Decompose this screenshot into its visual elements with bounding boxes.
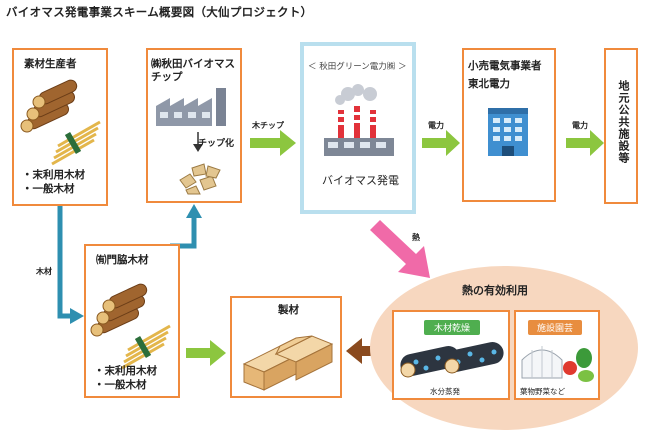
- arrow-chip: [250, 130, 296, 156]
- arrow-power2: [566, 130, 604, 156]
- public-label: 地元公共施設等: [617, 80, 630, 164]
- arrow-chip-label: 木チップ: [252, 121, 284, 130]
- greenhouse-caption: 葉物野菜など: [520, 387, 565, 396]
- arrow-heat: [370, 220, 430, 278]
- plant-header: ＜ 秋田グリーン電力㈱ ＞: [308, 62, 407, 72]
- retailer-box: 小売電気事業者 東北電力: [462, 48, 556, 202]
- monwaki-bullet-1: ・末利用木材: [94, 365, 157, 377]
- public-facilities-box: 地元公共施設等: [604, 48, 638, 204]
- log-pile-icon: [20, 79, 101, 166]
- retailer-company: 東北電力: [468, 78, 510, 90]
- diagram-title: バイオマス発電事業スキーム概要図（大仙プロジェクト）: [6, 5, 313, 19]
- producer-bullets: ・末利用木材 ・一般木材: [22, 168, 85, 196]
- arrow-wood: [57, 206, 84, 324]
- wood-drying-tag: 木材乾燥: [424, 320, 480, 335]
- retailer-title: 小売電気事業者: [468, 60, 542, 72]
- power-plant-icon: [324, 84, 394, 156]
- producer-bullet-2: ・一般木材: [22, 183, 75, 195]
- greenhouse-icon: [521, 346, 594, 382]
- lumber-stack-icon: [242, 335, 334, 391]
- arrow-monwaki-to-lumber: [186, 340, 226, 366]
- arrow-power2-label: 電力: [572, 121, 588, 130]
- akita-biomass-box: ㈱秋田バイオマス チップ チップ化: [146, 48, 242, 203]
- chip-process-label: チップ化: [198, 139, 235, 149]
- monwaki-bullets: ・末利用木材 ・一般木材: [94, 364, 157, 392]
- arrow-heat-label: 熱: [412, 233, 420, 242]
- arrow-power1-label: 電力: [428, 121, 444, 130]
- monwaki-title: ㈲門脇木材: [96, 254, 149, 266]
- producer-title: 素材生産者: [24, 58, 77, 70]
- lumber-box: 製材: [230, 296, 342, 398]
- drying-logs-icon: [400, 342, 504, 378]
- factory-icon: [156, 88, 226, 126]
- akita-title-line2: チップ: [151, 71, 183, 83]
- arrow-wood-label: 木材: [36, 267, 52, 276]
- producer-box: 素材生産者 ・末利用木材 ・一般木材: [12, 48, 108, 206]
- plant-name: バイオマス発電: [322, 174, 399, 187]
- akita-title-line1: ㈱秋田バイオマス: [151, 58, 235, 70]
- arrow-power1: [422, 130, 460, 156]
- log-pile-icon-2: [90, 283, 171, 370]
- greenhouse-tag: 施設園芸: [528, 320, 582, 335]
- monwaki-box: ㈲門脇木材 ・末利用木材 ・一般木材: [84, 244, 180, 398]
- down-arrow-icon: [193, 132, 203, 152]
- arrow-heat-to-lumber: [346, 338, 384, 364]
- heat-title: 熱の有効利用: [462, 284, 528, 297]
- power-plant-box: ＜ 秋田グリーン電力㈱ ＞ バイオマス発電: [300, 42, 416, 214]
- monwaki-bullet-2: ・一般木材: [94, 379, 147, 391]
- producer-bullet-1: ・末利用木材: [22, 169, 85, 181]
- lumber-title: 製材: [278, 304, 299, 316]
- greenhouse-box: 施設園芸 葉物野菜など: [514, 310, 600, 400]
- drying-caption: 水分蒸発: [430, 387, 460, 396]
- office-building-icon: [488, 108, 528, 156]
- wood-chips-icon: [179, 163, 221, 195]
- wood-drying-box: 木材乾燥 水分蒸発: [392, 310, 510, 400]
